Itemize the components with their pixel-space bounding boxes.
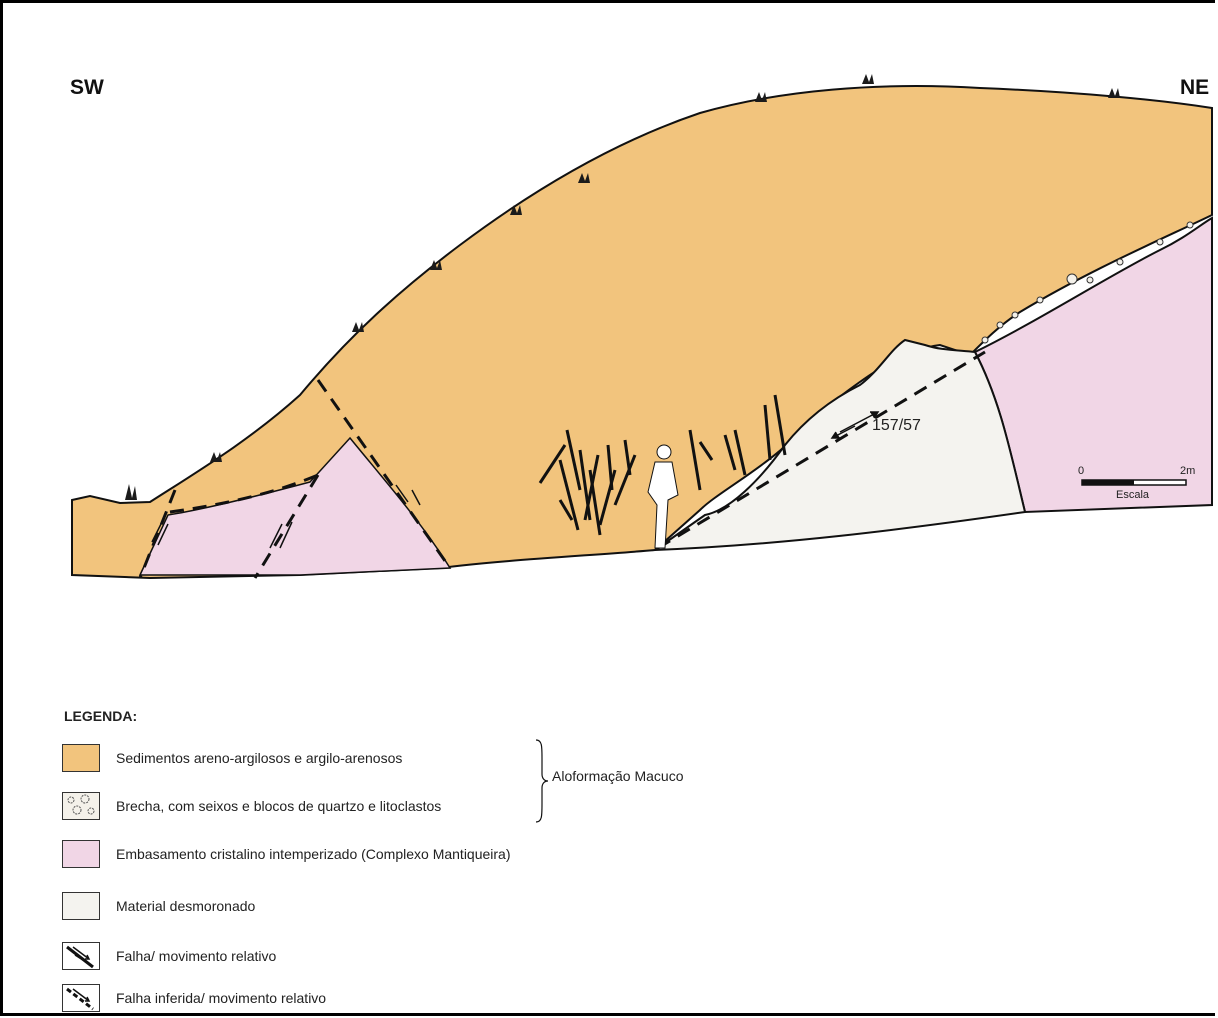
legend-label: Falha/ movimento relativo xyxy=(116,948,276,964)
scale-zero: 0 xyxy=(1078,465,1084,477)
direction-left-label: SW xyxy=(70,76,104,100)
legend-label: Material desmoronado xyxy=(116,898,255,914)
legend-item-basement: Embasamento cristalino intemperizado (Co… xyxy=(62,840,702,874)
legend-label: Falha inferida/ movimento relativo xyxy=(116,990,326,1006)
legend-title: LEGENDA: xyxy=(64,708,137,724)
legend-label: Embasamento cristalino intemperizado (Co… xyxy=(116,846,511,862)
fault-icon xyxy=(62,942,100,970)
group-label: Aloformação Macuco xyxy=(552,768,684,784)
scale-max: 2m xyxy=(1180,465,1195,477)
inferred-fault-icon xyxy=(62,984,100,1012)
scale-label: Escala xyxy=(1116,489,1150,501)
legend-label: Sedimentos areno-argilosos e argilo-aren… xyxy=(116,750,402,766)
legend-item-inferred-fault: Falha inferida/ movimento relativo xyxy=(62,984,702,1018)
scale-bar xyxy=(1082,480,1186,485)
legend-label: Brecha, com seixos e blocos de quartzo e… xyxy=(116,798,441,814)
basement-swatch xyxy=(62,840,100,868)
direction-right-label: NE xyxy=(1180,76,1209,100)
collapsed-material-swatch xyxy=(62,892,100,920)
sediment-swatch xyxy=(62,744,100,772)
geological-cross-section: 157/57 0 2m Escala xyxy=(0,0,1218,700)
legend: LEGENDA: Sedimentos areno-argilosos e ar… xyxy=(62,700,762,1016)
legend-item-collapsed-material: Material desmoronado xyxy=(62,892,702,926)
breccia-swatch xyxy=(62,792,100,820)
legend-item-breccia: Brecha, com seixos e blocos de quartzo e… xyxy=(62,792,702,826)
brace-icon xyxy=(532,738,552,824)
fault-measure: 157/57 xyxy=(872,417,921,434)
legend-item-fault: Falha/ movimento relativo xyxy=(62,942,702,976)
